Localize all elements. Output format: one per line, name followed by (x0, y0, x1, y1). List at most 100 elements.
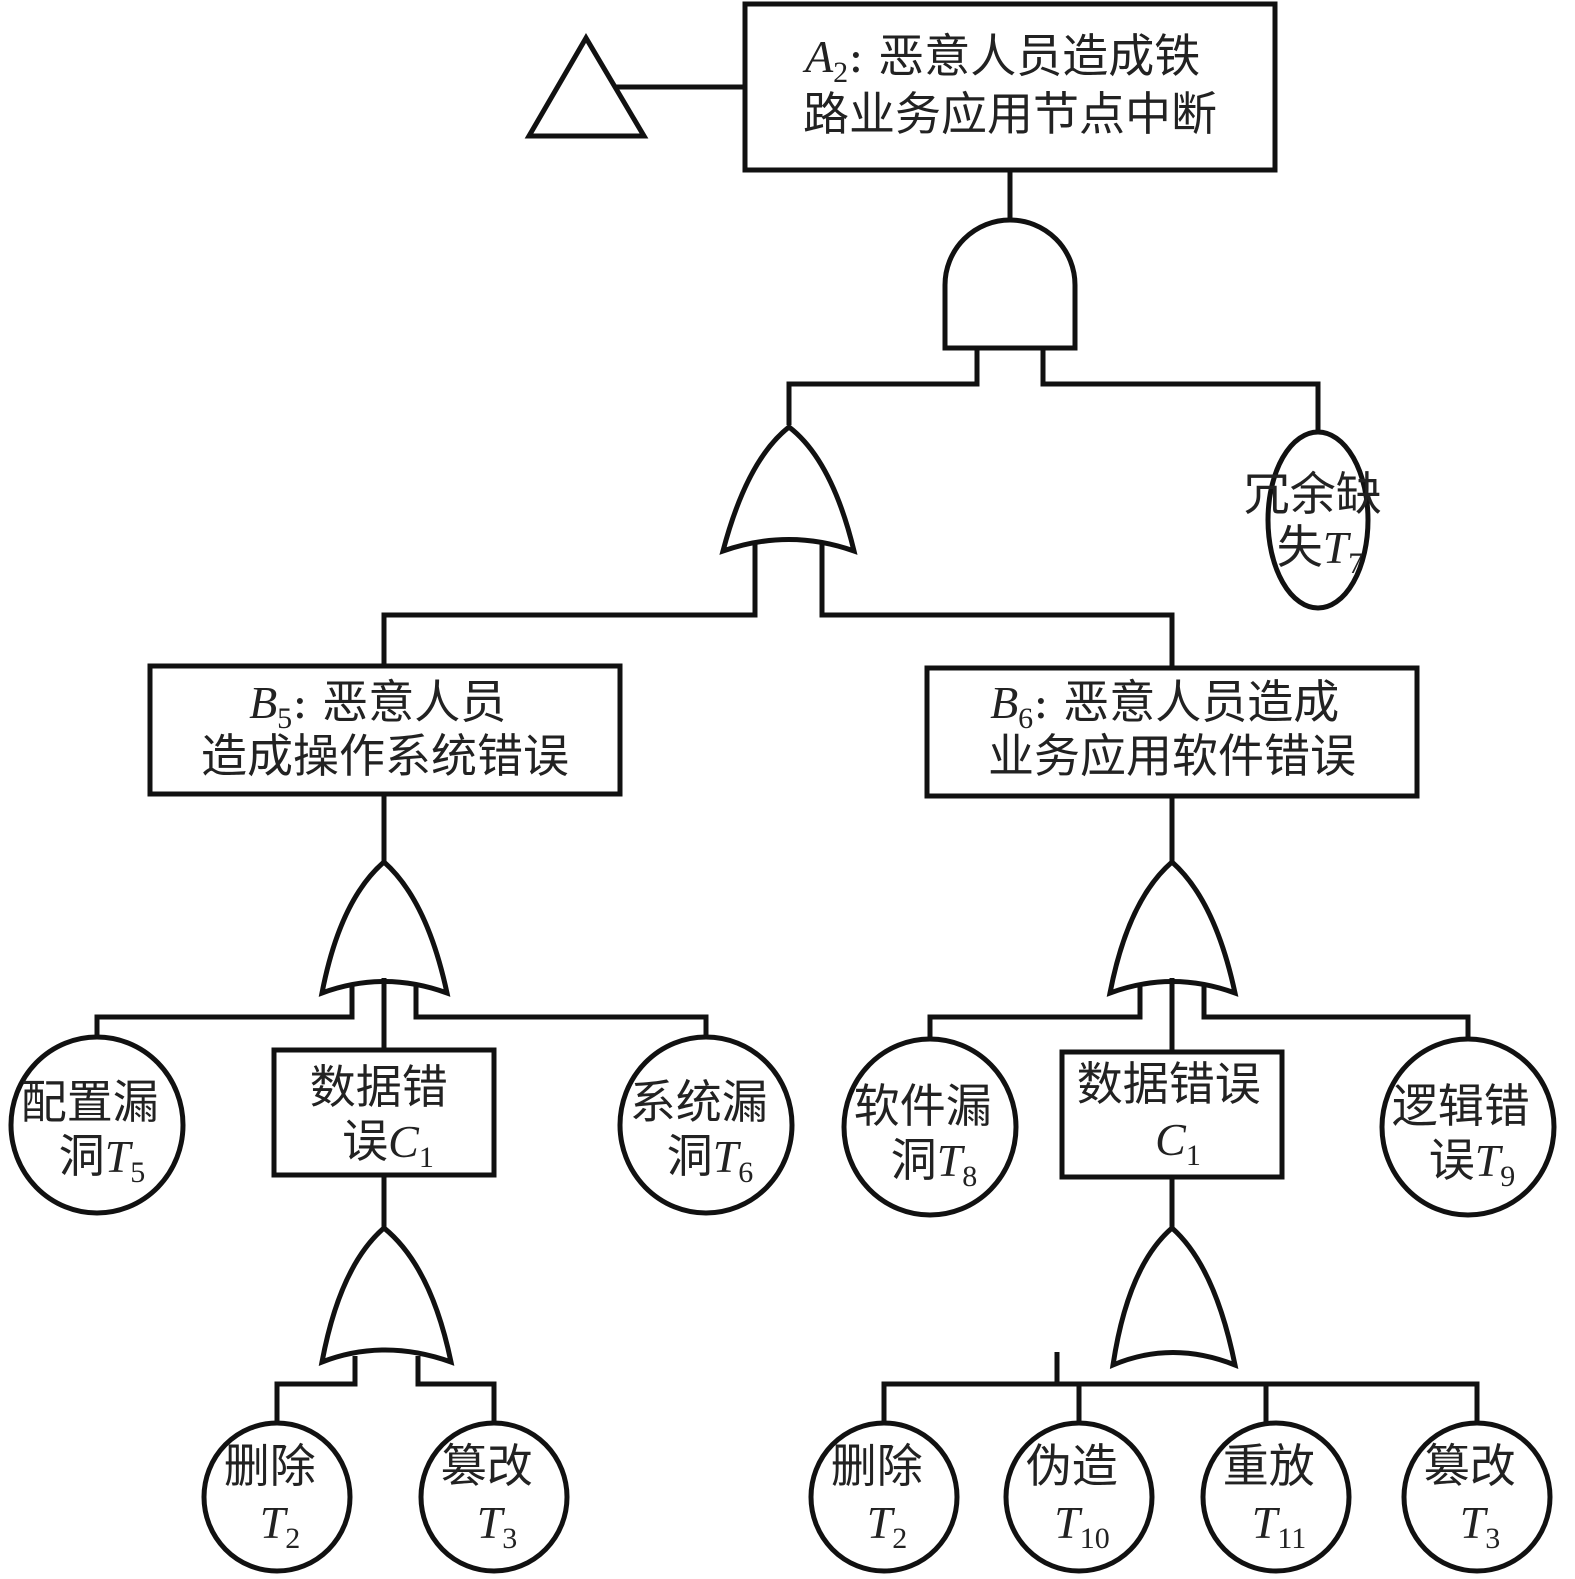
basic-event-T10-label: 伪造 T10 (1026, 1439, 1133, 1555)
label-line: 冗余缺 (1244, 467, 1382, 521)
subscript: 2 (892, 1522, 907, 1555)
symbol: B (249, 677, 277, 728)
label-line: 删除 (224, 1439, 316, 1493)
top-event-A2-box[interactable] (742, 1, 1278, 173)
label-line: 路业务应用节点中断 (803, 87, 1217, 141)
basic-event-T2-right[interactable] (808, 1420, 960, 1574)
subscript: 1 (1186, 1139, 1201, 1172)
symbol: B (990, 677, 1018, 728)
basic-event-T9[interactable] (1379, 1036, 1557, 1218)
label-line: 软件漏 (854, 1079, 992, 1133)
label-line: 业务应用软件错误 (988, 729, 1356, 783)
label-line: 误C1 (342, 1114, 434, 1174)
label-line: C1 (1155, 1114, 1201, 1172)
basic-event-T3-right-label: 篡改 T3 (1424, 1439, 1531, 1555)
symbol: T (1054, 1497, 1083, 1548)
basic-event-T11[interactable] (1200, 1420, 1352, 1574)
symbol: T (713, 1131, 742, 1182)
connector-line (381, 543, 758, 666)
label-line: 失T7 (1277, 520, 1364, 580)
connector-line (94, 985, 355, 1040)
label-line: A2: 恶意人员造成铁 (802, 29, 1200, 89)
label-line: 误 (1429, 1133, 1475, 1187)
intermediate-event-C1-left-label: 数据错 误C1 (310, 1060, 463, 1174)
label-line: 数据错误 (1077, 1057, 1261, 1111)
top-event-A2-label: A2: 恶意人员造成铁 路业务应用节点中断 (802, 29, 1217, 141)
symbol: A (802, 31, 834, 82)
intermediate-event-B6-box[interactable] (924, 665, 1420, 799)
subscript: 2 (833, 56, 848, 89)
basic-event-T6-label: 系统漏 洞T6 (630, 1075, 783, 1189)
basic-event-T2-left[interactable] (201, 1420, 353, 1574)
connector-line (274, 1356, 358, 1423)
label-line: T2 (867, 1497, 908, 1555)
symbol: T (1460, 1497, 1489, 1548)
label-line: 洞 (667, 1129, 713, 1183)
basic-event-T10[interactable] (1003, 1420, 1155, 1574)
label-line: 数据错 (310, 1060, 448, 1114)
label-line: 逻辑错 (1392, 1079, 1530, 1133)
or-gate-icon (719, 423, 858, 555)
label-line: : 恶意人员 (292, 675, 506, 729)
label-line: T2 (260, 1497, 301, 1555)
label-line: T3 (1460, 1497, 1501, 1555)
connector-line (786, 348, 980, 425)
symbol: C (1155, 1114, 1187, 1165)
label-line: 篡改 (1424, 1439, 1516, 1493)
label-line: 篡改 (441, 1439, 533, 1493)
label-line: 洞 (59, 1129, 105, 1183)
basic-event-T3-left[interactable] (418, 1420, 570, 1574)
label-line: 误 (342, 1114, 388, 1168)
subscript: 7 (1348, 547, 1363, 580)
intermediate-event-C1-right-label: 数据错误 C1 (1077, 1057, 1276, 1172)
label-line: T11 (1252, 1497, 1306, 1555)
label-line: 配置漏 (21, 1075, 159, 1129)
transfer-triangle-icon (524, 33, 649, 139)
basic-event-T5[interactable] (8, 1034, 186, 1216)
basic-event-T2-right-label: 删除 T2 (831, 1439, 938, 1555)
basic-event-T8[interactable] (841, 1036, 1019, 1218)
label-line: 误T9 (1429, 1133, 1516, 1193)
basic-event-T7[interactable] (1265, 429, 1371, 611)
symbol: T (937, 1135, 966, 1186)
or-gate-icon (1109, 1224, 1239, 1370)
intermediate-event-B6-label: B6: 恶意人员造成 业务应用软件错误 (988, 675, 1356, 783)
basic-event-T5-label: 配置漏 洞T5 (21, 1075, 174, 1189)
label-line: 失 (1277, 520, 1323, 574)
label-line: 洞 (891, 1133, 937, 1187)
label-line: 系统漏 (630, 1075, 768, 1129)
connector-line (1201, 985, 1471, 1040)
basic-event-T9-label: 逻辑错 误T9 (1392, 1079, 1545, 1193)
subscript: 11 (1277, 1522, 1306, 1555)
connector-line (819, 543, 1175, 668)
symbol: C (388, 1116, 420, 1167)
connector-line (415, 1356, 497, 1423)
subscript: 10 (1080, 1522, 1110, 1555)
symbol: T (1323, 522, 1352, 573)
symbol: T (1475, 1135, 1504, 1186)
or-gate-icon (1106, 858, 1239, 997)
or-gate-icon (318, 858, 451, 997)
subscript: 5 (130, 1156, 145, 1189)
label-line: 伪造 (1026, 1439, 1118, 1493)
label-line: 洞T8 (891, 1133, 978, 1193)
label-line: 重放 (1223, 1439, 1315, 1493)
subscript: 6 (738, 1156, 753, 1189)
basic-event-T6[interactable] (617, 1034, 795, 1216)
label-line: 洞T5 (59, 1129, 146, 1189)
label-line: T10 (1054, 1497, 1110, 1555)
subscript: 1 (419, 1141, 434, 1174)
subscript: 3 (502, 1522, 517, 1555)
connector-line (927, 985, 1143, 1040)
connector-line (881, 1381, 1269, 1423)
symbol: T (477, 1497, 506, 1548)
basic-event-T3-right[interactable] (1401, 1420, 1553, 1574)
connector-line (413, 985, 709, 1040)
basic-event-T8-label: 软件漏 洞T8 (854, 1079, 1007, 1193)
intermediate-event-C1-right-box[interactable] (1059, 1049, 1285, 1180)
or-gate-icon (318, 1224, 455, 1366)
label-line: : 恶意人员造成铁 (848, 29, 1200, 83)
subscript: 2 (285, 1522, 300, 1555)
intermediate-event-B5-label: B5: 恶意人员 造成操作系统错误 (201, 675, 569, 783)
subscript: 6 (1018, 702, 1033, 735)
